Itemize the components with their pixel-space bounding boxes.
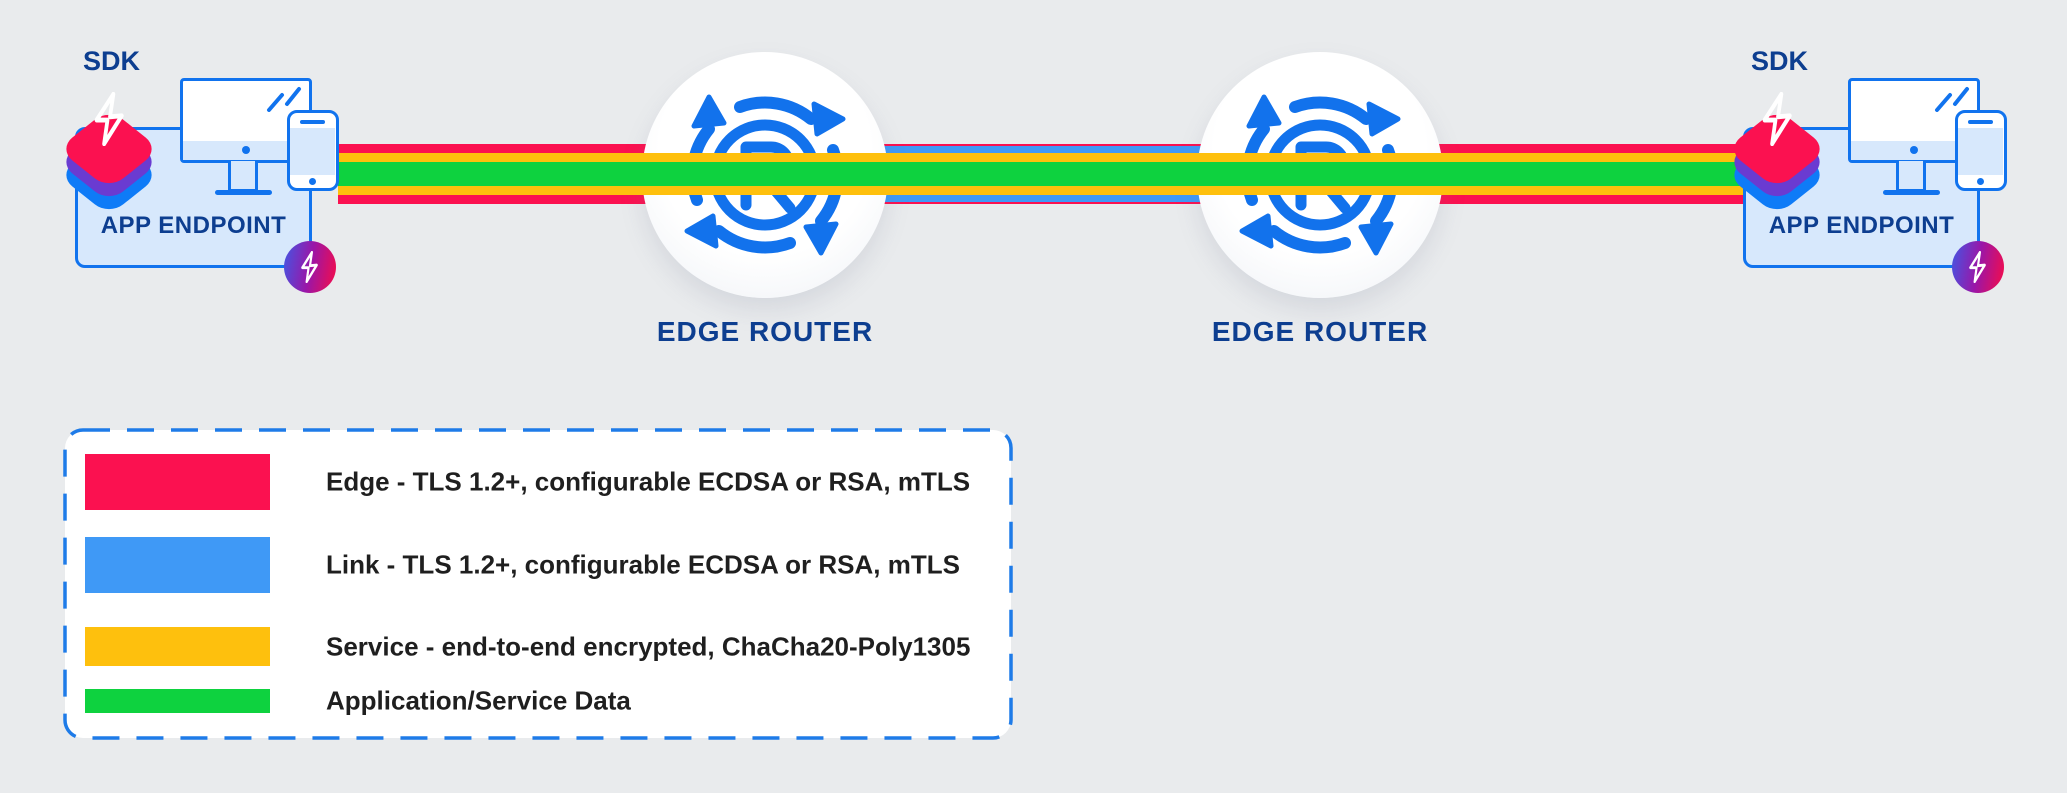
- ziti-badge-icon: [1952, 241, 2004, 293]
- sdk-label: SDK: [83, 46, 141, 76]
- edge-router-label: EDGE ROUTER: [656, 316, 874, 347]
- monitor-stand: [228, 161, 258, 192]
- monitor-bezel: [1851, 141, 1976, 160]
- legend-row: Service - end-to-end encrypted, ChaCha20…: [85, 627, 985, 666]
- monitor-bezel: [183, 141, 308, 160]
- legend-row: Link - TLS 1.2+, configurable ECDSA or R…: [85, 537, 985, 593]
- legend-swatch-data: [85, 689, 270, 713]
- phone-icon: [287, 110, 339, 191]
- signal-slashes-icon: [1935, 87, 1969, 112]
- monitor-power-dot: [1910, 146, 1918, 154]
- phone-screen: [1958, 128, 2003, 175]
- legend-swatch-service: [85, 627, 270, 666]
- lightning-bolt-icon: [300, 251, 319, 283]
- legend-label: Application/Service Data: [326, 685, 631, 716]
- monitor-base: [1883, 190, 1940, 195]
- legend-dashed-border: [63, 428, 1013, 740]
- app-endpoint-label: APP ENDPOINT: [100, 212, 287, 239]
- phone-home-dot: [1977, 178, 1984, 185]
- edge-router-label: EDGE ROUTER: [1211, 316, 1429, 347]
- lightning-bolt-icon: [1968, 251, 1987, 283]
- signal-slashes-icon: [267, 87, 301, 112]
- lightning-bolt-icon: [1757, 92, 1799, 146]
- legend-swatch-edge: [85, 454, 270, 510]
- legend-label: Link - TLS 1.2+, configurable ECDSA or R…: [326, 549, 960, 580]
- phone-home-dot: [309, 178, 316, 185]
- phone-speaker: [1968, 120, 1993, 124]
- phone-icon: [1955, 110, 2007, 191]
- app-endpoint-left: SDK APP ENDPOINT: [55, 40, 355, 302]
- sdk-label: SDK: [1751, 46, 1809, 76]
- legend-row: Edge - TLS 1.2+, configurable ECDSA or R…: [85, 454, 985, 510]
- app-endpoint-right: SDK APP ENDPOINT: [1723, 40, 2023, 302]
- ziti-badge-icon: [284, 241, 336, 293]
- legend-box: Edge - TLS 1.2+, configurable ECDSA or R…: [63, 428, 1013, 740]
- monitor-base: [215, 190, 272, 195]
- legend-label: Service - end-to-end encrypted, ChaCha20…: [326, 631, 971, 661]
- app-endpoint-label: APP ENDPOINT: [1768, 212, 1955, 239]
- legend-row: Application/Service Data: [85, 686, 985, 716]
- data-channel-stripe: [338, 162, 1745, 186]
- legend-label: Edge - TLS 1.2+, configurable ECDSA or R…: [326, 466, 971, 497]
- lightning-bolt-icon: [89, 92, 131, 146]
- legend-swatch-link: [85, 537, 270, 593]
- monitor-stand: [1896, 161, 1926, 192]
- monitor-power-dot: [242, 146, 250, 154]
- phone-speaker: [300, 120, 325, 124]
- phone-screen: [290, 128, 335, 175]
